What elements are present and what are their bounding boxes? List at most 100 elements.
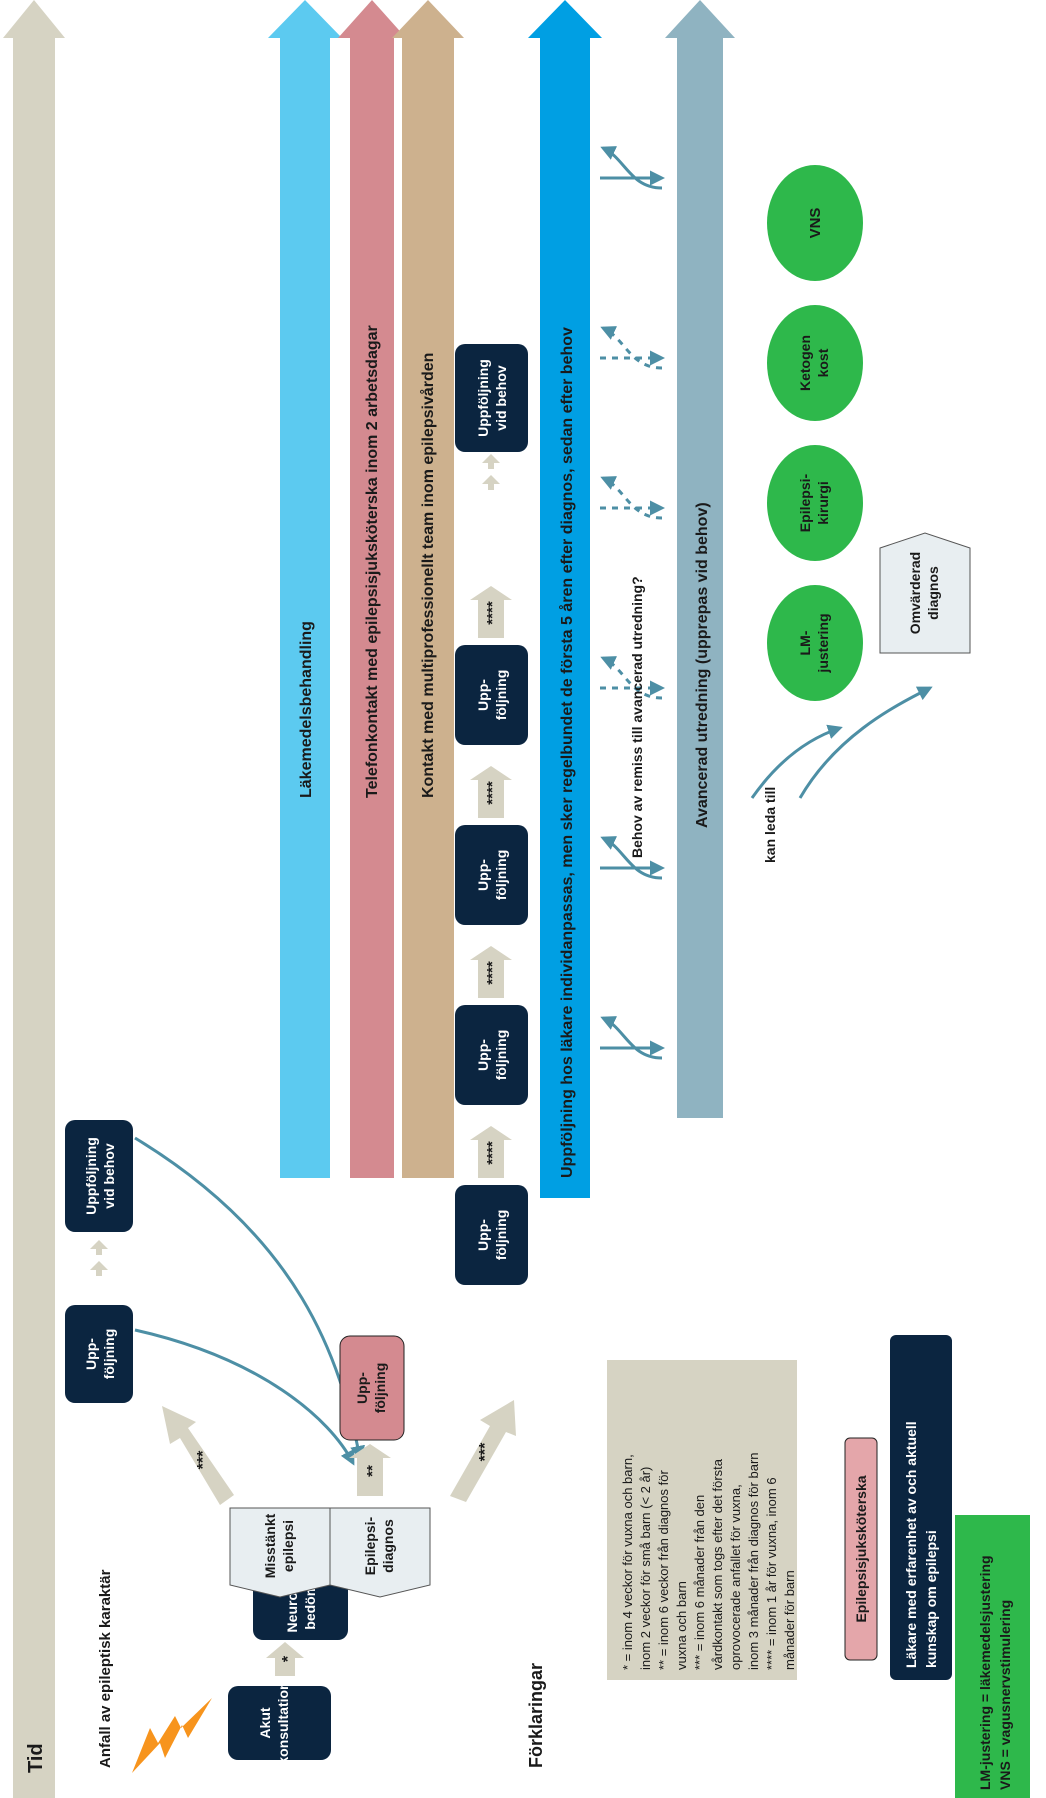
legend-note-line: **** = inom 1 år för vuxna, inom 6 [764, 1477, 779, 1670]
arrow-three-upper [162, 1406, 234, 1505]
legend-note-line: inom 3 månader från diagnos för barn [746, 1452, 761, 1670]
mark-three-upper: *** [195, 1450, 212, 1469]
upper-followup-need-box: Uppföljning vid behov [65, 1120, 133, 1232]
legend-heading: Förklaringar [526, 1663, 546, 1768]
treatment-bg [767, 585, 863, 701]
lower-need-line-1: Uppföljning [475, 359, 491, 437]
band-avancerad-label: Avancerad utredning (upprepas vid behov) [694, 502, 711, 828]
remiss-question: Behov av remiss till avancerad utredning… [629, 576, 645, 858]
lower-followup-bg [455, 645, 528, 745]
treatment-circle: Epilepsi-kirurgi [767, 445, 863, 561]
lower-step-shape [470, 586, 512, 638]
up-connector-arrow [600, 656, 663, 700]
legend-nurse-key: Epilepsisjuksköterska [844, 1437, 878, 1661]
up-connector-arrow [600, 146, 663, 190]
lower-followup-box: Upp-följning [455, 825, 528, 925]
lower-step-arrow: **** [470, 1126, 512, 1178]
upper-step-2 [90, 1240, 108, 1255]
lead-curve-2 [798, 686, 933, 799]
lower-followup-line-1: Upp- [475, 859, 491, 891]
small-step-arrow [482, 475, 500, 490]
misstankt-line-1: Misstänkt [262, 1513, 278, 1578]
nurse-followup-line-2: följning [372, 1363, 388, 1414]
kan-leda-label: kan leda till [762, 787, 778, 863]
band-team [392, 0, 464, 1178]
up-connector-arrow [600, 476, 663, 520]
mark-three-lower: *** [477, 1442, 494, 1461]
seizure-label: Anfall av epileptisk karaktär [97, 1569, 114, 1768]
lower-step-mark: **** [484, 601, 501, 625]
up-connector-arrow [600, 1016, 663, 1060]
legend-doctor-key: Läkare med erfarenhet av och aktuell kun… [890, 1335, 952, 1680]
upper-need-line-1: Uppföljning [83, 1137, 99, 1215]
up-connector-arrow [600, 326, 663, 370]
lower-step-shape [470, 946, 512, 998]
lower-step-mark: **** [484, 781, 501, 805]
lower-need-bg [455, 344, 528, 452]
upper-need-line-2: vid behov [101, 1143, 117, 1209]
step-mark-one: * [280, 1655, 297, 1662]
legend-abbreviation-key: LM-justering = läkemedelsjustering VNS =… [955, 1515, 1030, 1798]
legend-note-line: månader för barn [782, 1570, 797, 1670]
arrow-three-lower [450, 1400, 516, 1502]
treatment-line-1: Ketogen [797, 335, 813, 391]
lower-followup-line-2: följning [493, 670, 509, 721]
treatment-line-1: VNS [807, 208, 824, 239]
nurse-followup-line-1: Upp- [354, 1372, 370, 1404]
diagnos-line-1: Epilepsi- [362, 1516, 378, 1575]
arrow-two [349, 1444, 391, 1496]
lower-followup-line-1: Upp- [475, 679, 491, 711]
treatment-circle: LM-justering [767, 585, 863, 701]
treatment-bg [767, 165, 863, 281]
misstankt-line-2: epilepsi [280, 1520, 296, 1572]
band-uppfoljning [528, 0, 602, 1198]
legend-note-line: * = inom 4 veckor för vuxna och barn, [620, 1454, 635, 1670]
band-avancerad [665, 0, 735, 1118]
step-arrow-one [266, 1642, 304, 1676]
lower-followup-bg [455, 825, 528, 925]
legend-doctor-line-1: Läkare med erfarenhet av och aktuell [903, 1421, 919, 1668]
lower-need-line-2: vid behov [493, 365, 509, 431]
upper-followup-line-2: följning [101, 1329, 117, 1380]
treatment-circle: VNS [767, 165, 863, 281]
legend-nurse-label: Epilepsisjuksköterska [853, 1475, 869, 1622]
lower-followup-box: Upp-följning [455, 645, 528, 745]
lower-followup-box: Upp-följning [455, 1005, 528, 1105]
treatment-bg [767, 305, 863, 421]
lower-step-mark: **** [484, 1141, 501, 1165]
nurse-followup-box: Upp- följning [339, 1335, 405, 1441]
lower-followup-bg [455, 1185, 528, 1285]
lower-step-arrow: **** [470, 766, 512, 818]
treatment-line-1: LM- [797, 630, 813, 655]
band-telefon-label: Telefonkontakt med epilepsisjuksköterska… [364, 325, 381, 798]
time-label: Tid [25, 1743, 47, 1773]
treatment-line-2: justering [815, 613, 831, 673]
legend-note-line: vuxna och barn [674, 1581, 689, 1670]
lower-step-arrow: **** [470, 946, 512, 998]
omvarderad-box: Omvärderad diagnos [879, 532, 971, 654]
band-telefon [338, 0, 406, 1178]
upper-step-1 [90, 1261, 108, 1276]
akut-line-1: Akut [257, 1707, 273, 1738]
time-arrow [3, 0, 65, 1798]
akut-line-2: konsultation [275, 1681, 291, 1764]
legend-note-line: vårdkontakt som togs efter det första [710, 1458, 725, 1670]
legend-note-lines: * = inom 4 veckor för vuxna och barn, ino… [620, 1452, 797, 1670]
lead-curve-1 [750, 724, 843, 799]
omvarderad-line-1: Omvärderad [907, 552, 923, 634]
band-lakemedel-label: Läkemedelsbehandling [298, 621, 315, 798]
mark-two: ** [364, 1465, 381, 1477]
lower-step-shape [470, 766, 512, 818]
lower-step-mark: **** [484, 961, 501, 985]
band-lakemedel [268, 0, 342, 1178]
legend-note-line: ** = inom 6 veckor från diagnos för [656, 1470, 671, 1670]
lower-followup-line-2: följning [493, 1030, 509, 1081]
legend-abbr-line-2: VNS = vagusnervstimulering [997, 1600, 1013, 1790]
band-team-label: Kontakt med multiprofessionellt team ino… [419, 353, 437, 798]
lower-followup-bg [455, 1005, 528, 1105]
lower-followup-line-2: följning [493, 850, 509, 901]
